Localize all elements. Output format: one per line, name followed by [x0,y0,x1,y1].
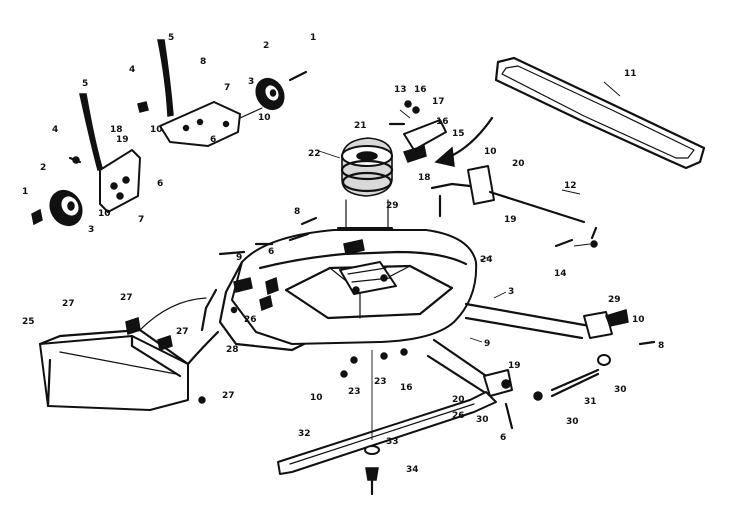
callout-20b: 20 [452,395,465,405]
callout-8c: 8 [658,341,664,351]
callout-12: 12 [564,181,577,191]
callout-3a: 3 [88,225,94,235]
callout-27a: 27 [62,299,75,309]
callout-23b: 23 [374,377,387,387]
callout-20a: 20 [512,159,525,169]
callout-9a: 9 [236,253,242,263]
callout-6a: 6 [157,179,163,189]
callout-10c: 10 [258,113,271,123]
callout-10a: 10 [98,209,111,219]
mower-blade [277,350,497,496]
callout-32: 32 [298,429,311,439]
callout-16a: 16 [414,85,427,95]
callout-6b: 6 [210,135,216,145]
callout-26a: 26 [244,315,257,325]
callout-28: 28 [226,345,239,355]
callout-10f: 10 [310,393,323,403]
callout-2a: 2 [40,163,46,173]
callout-3c: 3 [508,287,514,297]
callout-16b: 16 [436,117,449,127]
callout-27d: 27 [222,391,235,401]
callout-14: 14 [554,269,567,279]
callout-17: 17 [432,97,445,107]
callout-27c: 27 [176,327,189,337]
callout-29b: 29 [608,295,621,305]
callout-27b: 27 [120,293,133,303]
callout-10d: 10 [484,147,497,157]
callout-9b: 9 [484,339,490,349]
callout-19b: 19 [504,215,517,225]
callout-18a: 18 [110,125,123,135]
callout-16c: 16 [400,383,413,393]
idler-bracket [388,100,447,163]
leader-lines [315,81,621,343]
callout-1b: 1 [310,33,316,43]
blade-pivot-parts [483,354,611,430]
drive-belt [494,56,706,170]
callout-10b: 10 [150,125,163,135]
callout-10e: 10 [632,315,645,325]
callout-5b: 5 [168,33,174,43]
callout-7b: 7 [224,83,230,93]
callout-1a: 1 [22,187,28,197]
callout-19c: 19 [508,361,521,371]
callout-3b: 3 [248,77,254,87]
callout-13: 13 [394,85,407,95]
hardware-fasteners [218,216,408,378]
callout-5a: 5 [82,79,88,89]
callout-8a: 8 [200,57,206,67]
callout-4b: 4 [129,65,135,75]
callout-7a: 7 [138,215,144,225]
callout-labels: 1 1 2 2 3 3 3 4 4 5 5 6 6 6 6 7 7 8 8 8 … [22,33,664,475]
callout-15: 15 [452,129,465,139]
callout-26b: 26 [452,411,465,421]
assembly-arrow [434,116,494,167]
callout-24: 24 [480,255,493,265]
callout-11: 11 [624,69,637,79]
callout-33: 33 [386,437,399,447]
right-wheel-assembly [137,39,308,147]
callout-18b: 18 [418,173,431,183]
callout-30b: 30 [566,417,579,427]
callout-30c: 30 [614,385,627,395]
callout-30a: 30 [476,415,489,425]
callout-31: 31 [584,397,597,407]
left-wheel-assembly [31,93,141,227]
callout-8b: 8 [294,207,300,217]
callout-22: 22 [308,149,321,159]
callout-6c: 6 [268,247,274,257]
callout-25: 25 [22,317,35,327]
mower-deck [200,229,478,352]
callout-29a: 29 [386,201,399,211]
callout-21: 21 [354,121,367,131]
callout-4a: 4 [52,125,58,135]
belt-guide-and-rod [430,165,598,248]
callout-6d: 6 [500,433,506,443]
callout-19a: 19 [116,135,129,145]
callout-2b: 2 [263,41,269,51]
callout-23a: 23 [348,387,361,397]
callout-34: 34 [406,465,419,475]
discharge-chute [38,297,220,411]
right-arm-bracket [426,302,656,394]
